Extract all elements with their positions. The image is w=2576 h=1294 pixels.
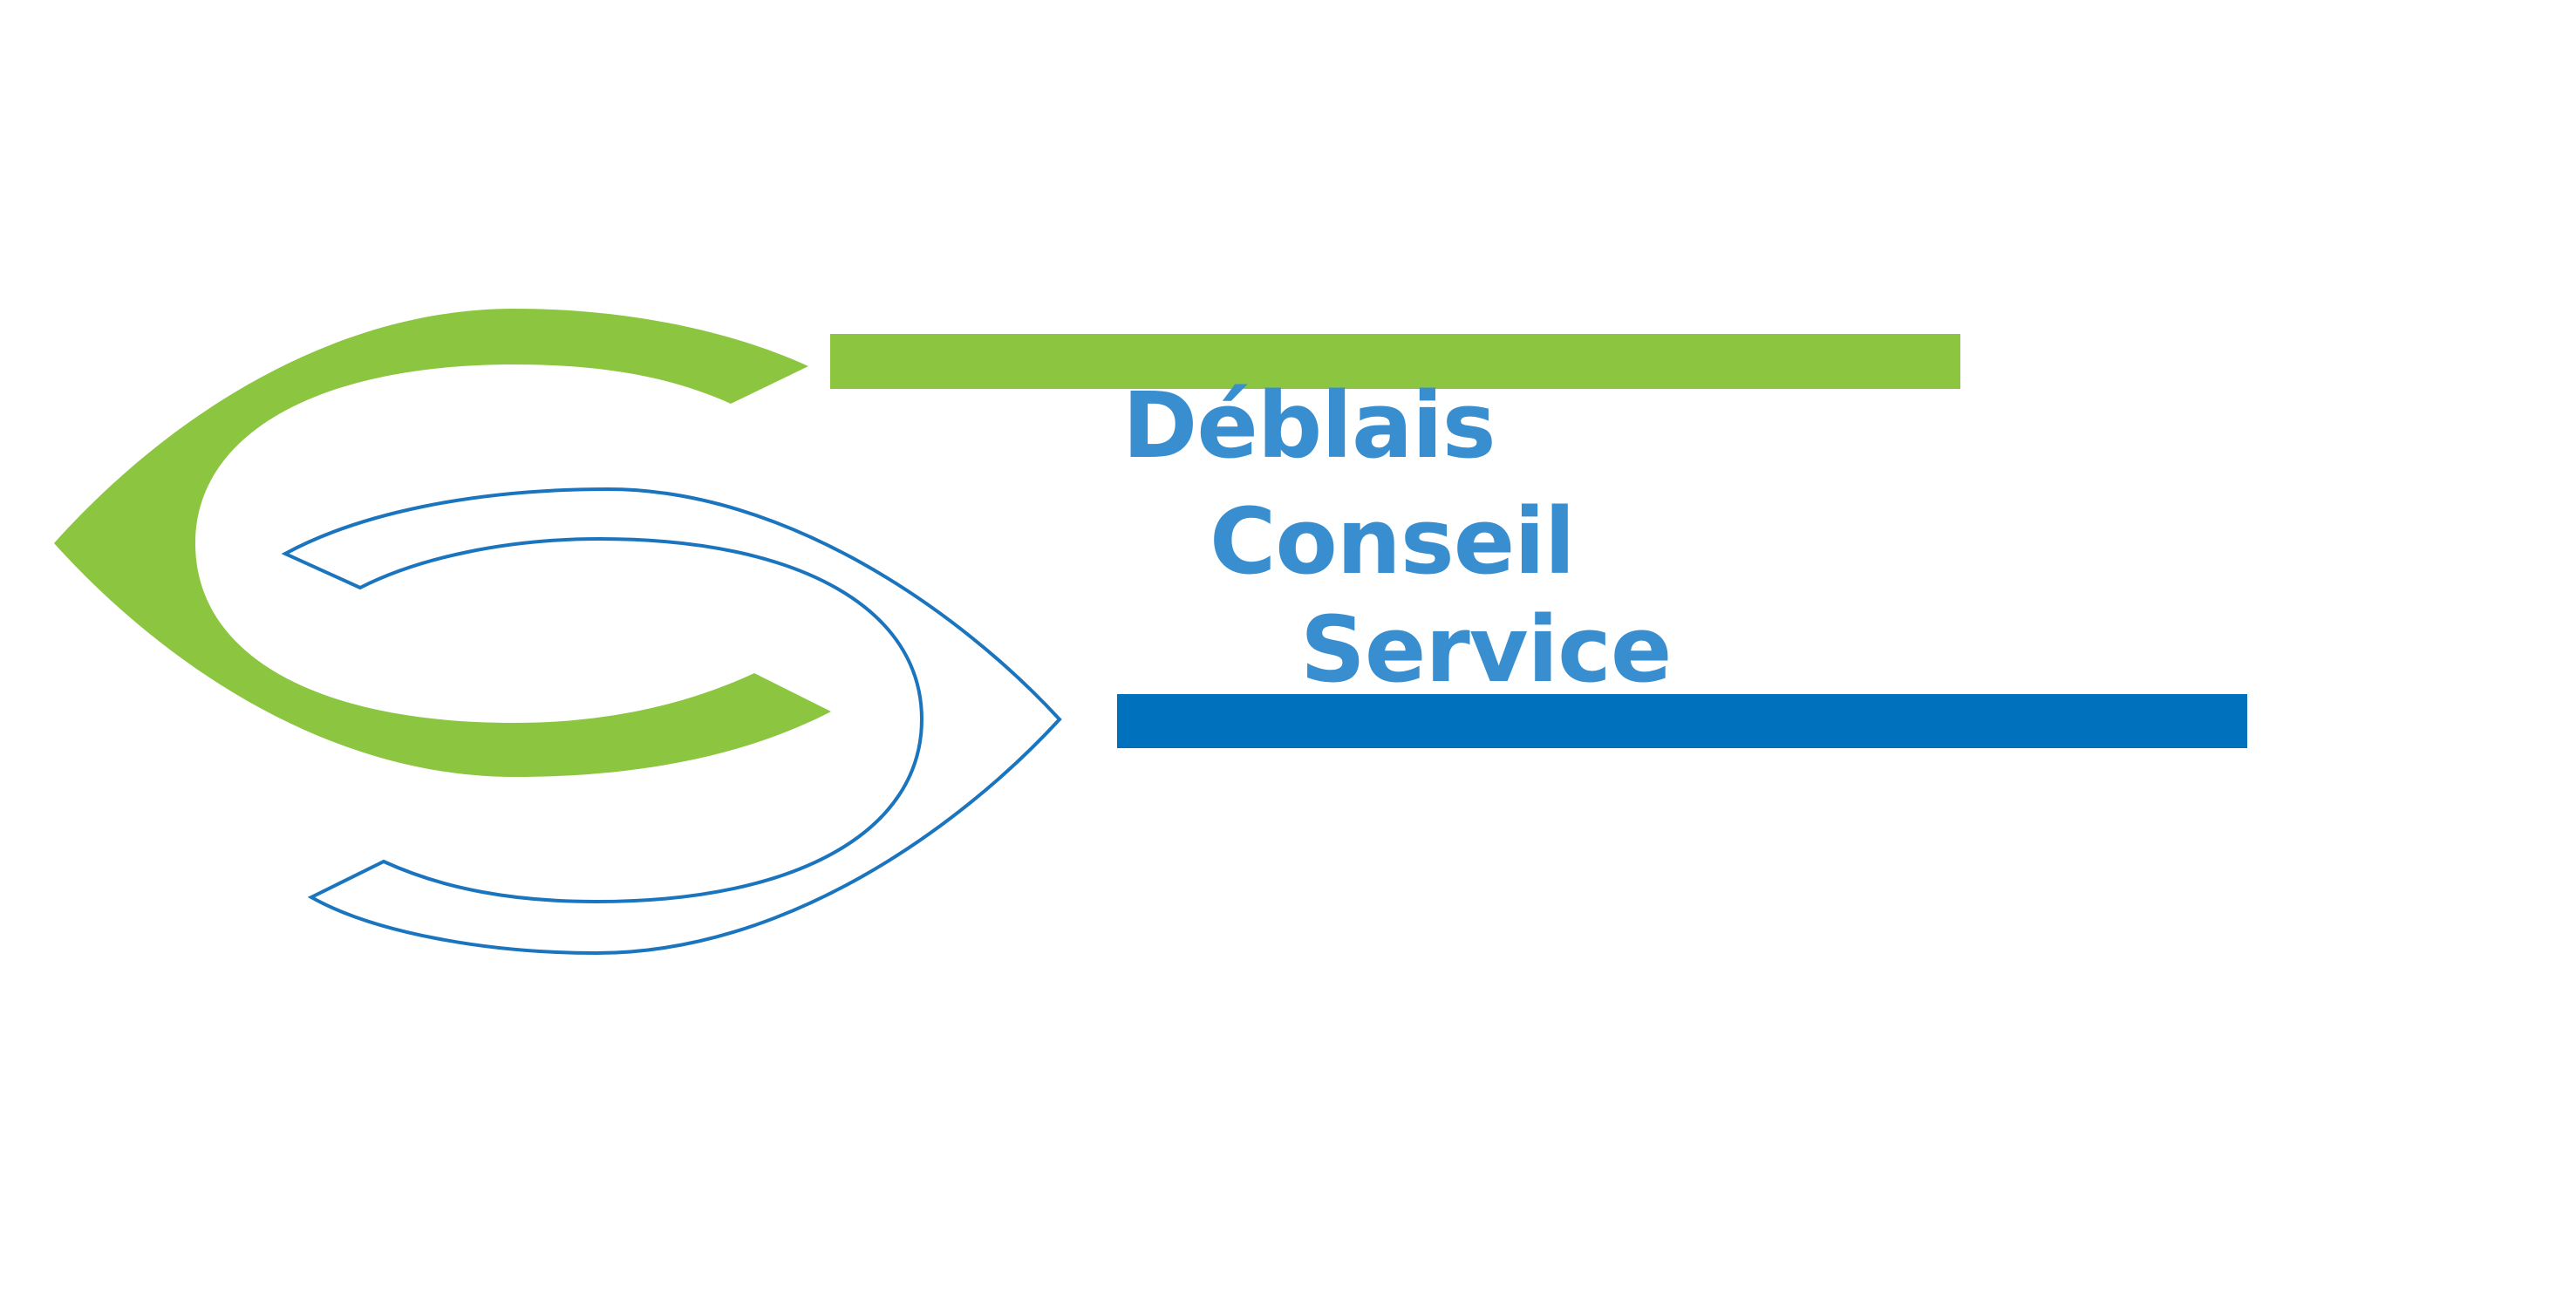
company-name-line-1: Déblais [1122, 372, 1496, 479]
blue-outline-c-shape [281, 487, 1062, 956]
company-name-line-3: Service [1300, 596, 1672, 703]
green-bar [830, 334, 1960, 389]
company-name-line-2: Conseil [1210, 488, 1576, 595]
green-c-shape [54, 309, 831, 777]
blue-bar [1117, 694, 2247, 748]
